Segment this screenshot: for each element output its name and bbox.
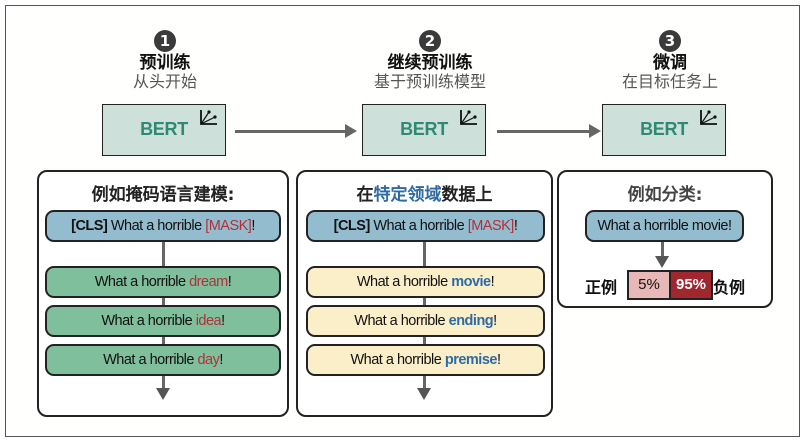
stage-subtitle: 在目标任务上	[621, 72, 718, 91]
prediction-item: What a horrible day!	[45, 344, 281, 376]
prediction-item: What a horrible ending!	[306, 305, 545, 337]
prediction-item: What a horrible idea!	[45, 305, 281, 337]
down-arrow-icon	[655, 256, 669, 268]
stage-continued-pretraining: 2 继续预训练 基于预训练模型	[340, 30, 520, 91]
weights-icon	[200, 110, 217, 125]
panel-classification: 例如分类: What a horrible movie! 正例 5% 95% 负…	[557, 170, 773, 308]
predicted-word: idea	[195, 313, 222, 329]
model-label: BERT	[640, 119, 688, 139]
step-number-badge: 3	[659, 30, 681, 52]
weights-icon	[460, 110, 477, 125]
arrow-to-stage-3	[497, 124, 601, 138]
stage-title: 继续预训练	[387, 53, 473, 73]
step-number-badge: 1	[154, 30, 176, 52]
connector-line	[661, 238, 664, 260]
arrow-to-stage-2	[235, 124, 357, 138]
cls-token: [CLS]	[71, 218, 108, 234]
sentence-text: What a horrible	[350, 352, 445, 368]
stage-finetuning: 3 微调 在目标任务上	[580, 30, 760, 91]
bert-model-box: BERT	[102, 104, 226, 156]
mask-token: [MASK]	[467, 218, 515, 234]
panel-masked-language-modeling: 例如掩码语言建模: [CLS] What a horrible [MASK]! …	[37, 170, 289, 417]
predicted-word: day	[197, 352, 220, 368]
input-sentence: What a horrible movie!	[585, 210, 744, 242]
input-sentence: [CLS] What a horrible [MASK]!	[306, 210, 545, 242]
title-text: 数据上	[441, 185, 493, 205]
down-arrow-icon	[417, 388, 431, 400]
punctuation: !	[496, 352, 501, 368]
punctuation: !	[513, 218, 518, 234]
cls-token: [CLS]	[333, 218, 371, 234]
prediction-item: What a horrible movie!	[306, 266, 545, 298]
sentence-text: What a horrible	[354, 313, 449, 329]
title-highlight: 特定领域	[373, 185, 442, 205]
positive-score: 5%	[629, 272, 671, 298]
down-arrow-icon	[156, 388, 170, 400]
sentence-text: What a horrible	[94, 274, 190, 290]
stage-subtitle: 基于预训练模型	[373, 72, 486, 91]
positive-label: 正例	[585, 278, 618, 297]
prediction-item: What a horrible premise!	[306, 344, 545, 376]
stage-title: 预训练	[139, 53, 191, 73]
panel-domain-adaptation: 在特定领域数据上 [CLS] What a horrible [MASK]! W…	[296, 170, 553, 417]
sentence-text: What a horrible	[356, 274, 452, 290]
title-text: 在	[356, 185, 374, 205]
panel-title: 在特定领域数据上	[298, 180, 551, 205]
punctuation: !	[221, 313, 225, 329]
punctuation: !	[493, 313, 497, 329]
weights-icon	[700, 110, 717, 125]
negative-score: 95%	[671, 272, 711, 298]
bert-model-box: BERT	[362, 104, 486, 156]
punctuation: !	[251, 218, 255, 234]
stage-title: 微调	[653, 53, 687, 73]
punctuation: !	[227, 274, 232, 290]
predicted-word: dream	[189, 274, 228, 290]
prediction-item: What a horrible dream!	[45, 266, 281, 298]
sentence-text: What a horrible	[101, 313, 196, 329]
model-label: BERT	[140, 119, 188, 139]
predicted-word: movie	[451, 274, 491, 290]
sentence-text: What a horrible	[369, 218, 468, 234]
stage-pretraining: 1 预训练 从头开始	[80, 30, 250, 91]
sentence-text: What a horrible	[103, 352, 198, 368]
class-probability-bar: 5% 95%	[627, 270, 713, 300]
step-number-badge: 2	[419, 30, 441, 52]
negative-label: 负例	[713, 278, 746, 297]
bert-model-box: BERT	[602, 104, 726, 156]
panel-title: 例如掩码语言建模:	[91, 185, 235, 205]
predicted-word: ending	[448, 313, 494, 329]
punctuation: !	[219, 352, 223, 368]
punctuation: !	[490, 274, 495, 290]
predicted-word: premise	[444, 352, 498, 368]
model-label: BERT	[400, 119, 448, 139]
panel-title: 例如分类:	[627, 185, 703, 205]
sentence-text: What a horrible	[107, 218, 206, 234]
mask-token: [MASK]	[205, 218, 252, 234]
stage-subtitle: 从头开始	[132, 72, 197, 91]
input-sentence: [CLS] What a horrible [MASK]!	[45, 210, 281, 242]
